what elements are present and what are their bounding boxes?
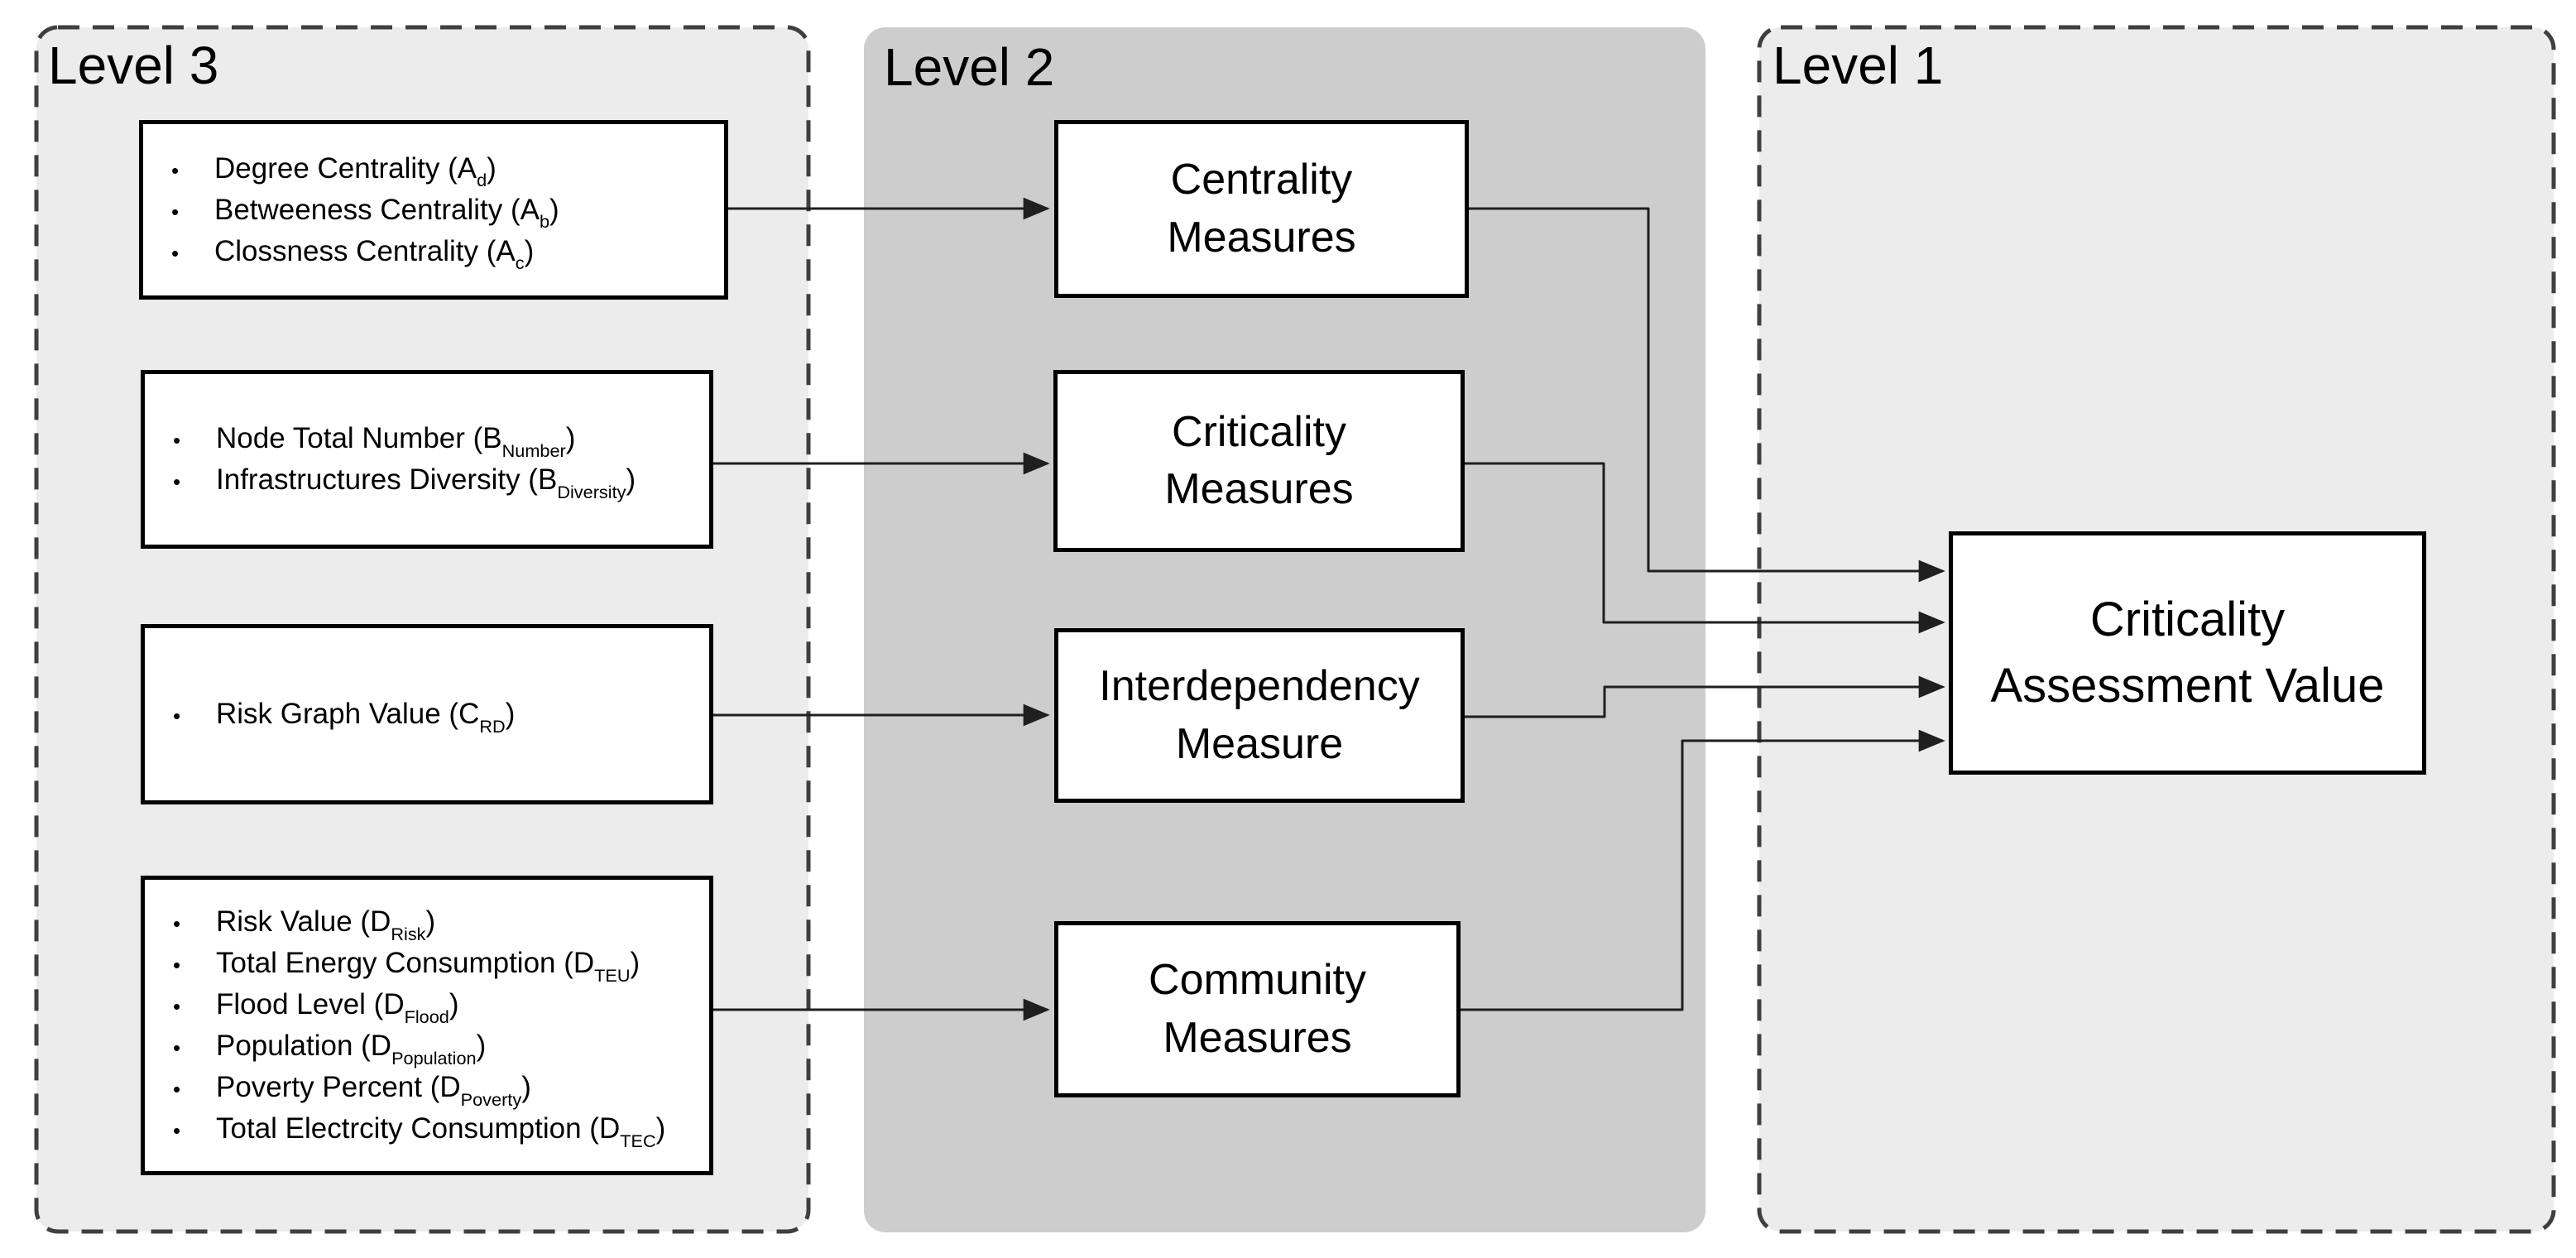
level3-heading: Level 3 xyxy=(48,36,219,95)
bullet-text: Population (DPopulation) xyxy=(216,1030,487,1068)
connector-criticality-to-assessment xyxy=(1465,462,1945,634)
bullet-text: Risk Graph Value (CRD) xyxy=(216,698,516,737)
bullet-text: Poverty Percent (DPoverty) xyxy=(216,1071,531,1110)
interdependency-measure-label: Interdependency Measure xyxy=(1099,662,1420,768)
connector-centrality-to-assessment xyxy=(1469,207,1945,583)
criticality-assessment-value-box: Criticality Assessment Value xyxy=(1949,531,2426,775)
bullet-dot-icon: • xyxy=(173,469,181,494)
bullet-item: • Infrastructures Diversity (BDiversity) xyxy=(170,459,703,501)
bullet-item: • Poverty Percent (DPoverty) xyxy=(170,1067,703,1108)
bullet-text: Total Energy Consumption (DTEU) xyxy=(216,947,640,986)
bullet-item: • Node Total Number (BNumber) xyxy=(170,418,703,459)
bullet-dot-icon: • xyxy=(173,1077,181,1102)
level1-heading: Level 1 xyxy=(1772,36,1944,95)
bullet-dot-icon: • xyxy=(173,1035,181,1060)
bullet-item: • Total Electrcity Consumption (DTEC) xyxy=(170,1108,703,1150)
centrality-measures-box: Centrality Measures xyxy=(1054,120,1469,298)
bullet-dot-icon: • xyxy=(173,428,181,453)
centrality-measures-label: Centrality Measures xyxy=(1167,156,1356,262)
community-measures-box: Community Measures xyxy=(1054,921,1461,1097)
bullet-item: • Clossness Centrality (Ac) xyxy=(168,231,717,272)
bullet-text: Risk Value (DRisk) xyxy=(216,905,436,944)
bullet-dot-icon: • xyxy=(173,953,181,977)
bullet-dot-icon: • xyxy=(171,240,180,266)
indicators-c-box: • Risk Graph Value (CRD) xyxy=(141,624,713,804)
bullet-dot-icon: • xyxy=(171,157,180,183)
bullet-text: Flood Level (DFlood) xyxy=(216,988,459,1027)
bullet-item: • Flood Level (DFlood) xyxy=(170,984,703,1025)
bullet-item: • Betweeness Centrality (Ab) xyxy=(168,190,717,231)
indicators-d-box: • Risk Value (DRisk) • Total Energy Consump… xyxy=(141,876,713,1175)
criticality-measures-label: Criticality Measures xyxy=(1164,407,1354,513)
bullet-item: • Total Energy Consumption (DTEU) xyxy=(170,943,703,984)
bullet-item: • Degree Centrality (Ad) xyxy=(168,148,717,190)
bullet-item: • Population (DPopulation) xyxy=(170,1025,703,1067)
bullet-text: Clossness Centrality (Ac) xyxy=(214,234,535,274)
indicators-b-box: • Node Total Number (BNumber) • Infrastruct… xyxy=(141,370,713,549)
bullet-text: Total Electrcity Consumption (DTEC) xyxy=(216,1112,666,1151)
bullet-text: Infrastructures Diversity (BDiversity) xyxy=(216,463,636,502)
bullet-dot-icon: • xyxy=(173,1118,181,1143)
bullet-text: Betweeness Centrality (Ab) xyxy=(214,193,559,233)
bullet-item: • Risk Graph Value (CRD) xyxy=(170,694,703,735)
bullet-dot-icon: • xyxy=(173,703,181,728)
criticality-assessment-value-label: Criticality Assessment Value xyxy=(1990,592,2385,713)
bullet-item: • Risk Value (DRisk) xyxy=(170,901,703,943)
connector-interdependency-to-assessment xyxy=(1465,675,1945,718)
bullet-dot-icon: • xyxy=(171,199,180,224)
interdependency-measure-box: Interdependency Measure xyxy=(1054,628,1465,803)
bullet-dot-icon: • xyxy=(173,911,181,936)
bullet-dot-icon: • xyxy=(173,994,181,1019)
level2-heading: Level 2 xyxy=(884,37,1055,97)
connector-community-to-assessment xyxy=(1461,729,1945,1011)
indicators-a-box: • Degree Centrality (Ad) • Betweeness Centr… xyxy=(139,120,728,300)
bullet-text: Node Total Number (BNumber) xyxy=(216,422,576,461)
bullet-text: Degree Centrality (Ad) xyxy=(214,151,496,191)
criticality-measures-box: Criticality Measures xyxy=(1053,370,1465,552)
community-measures-label: Community Measures xyxy=(1149,956,1366,1062)
